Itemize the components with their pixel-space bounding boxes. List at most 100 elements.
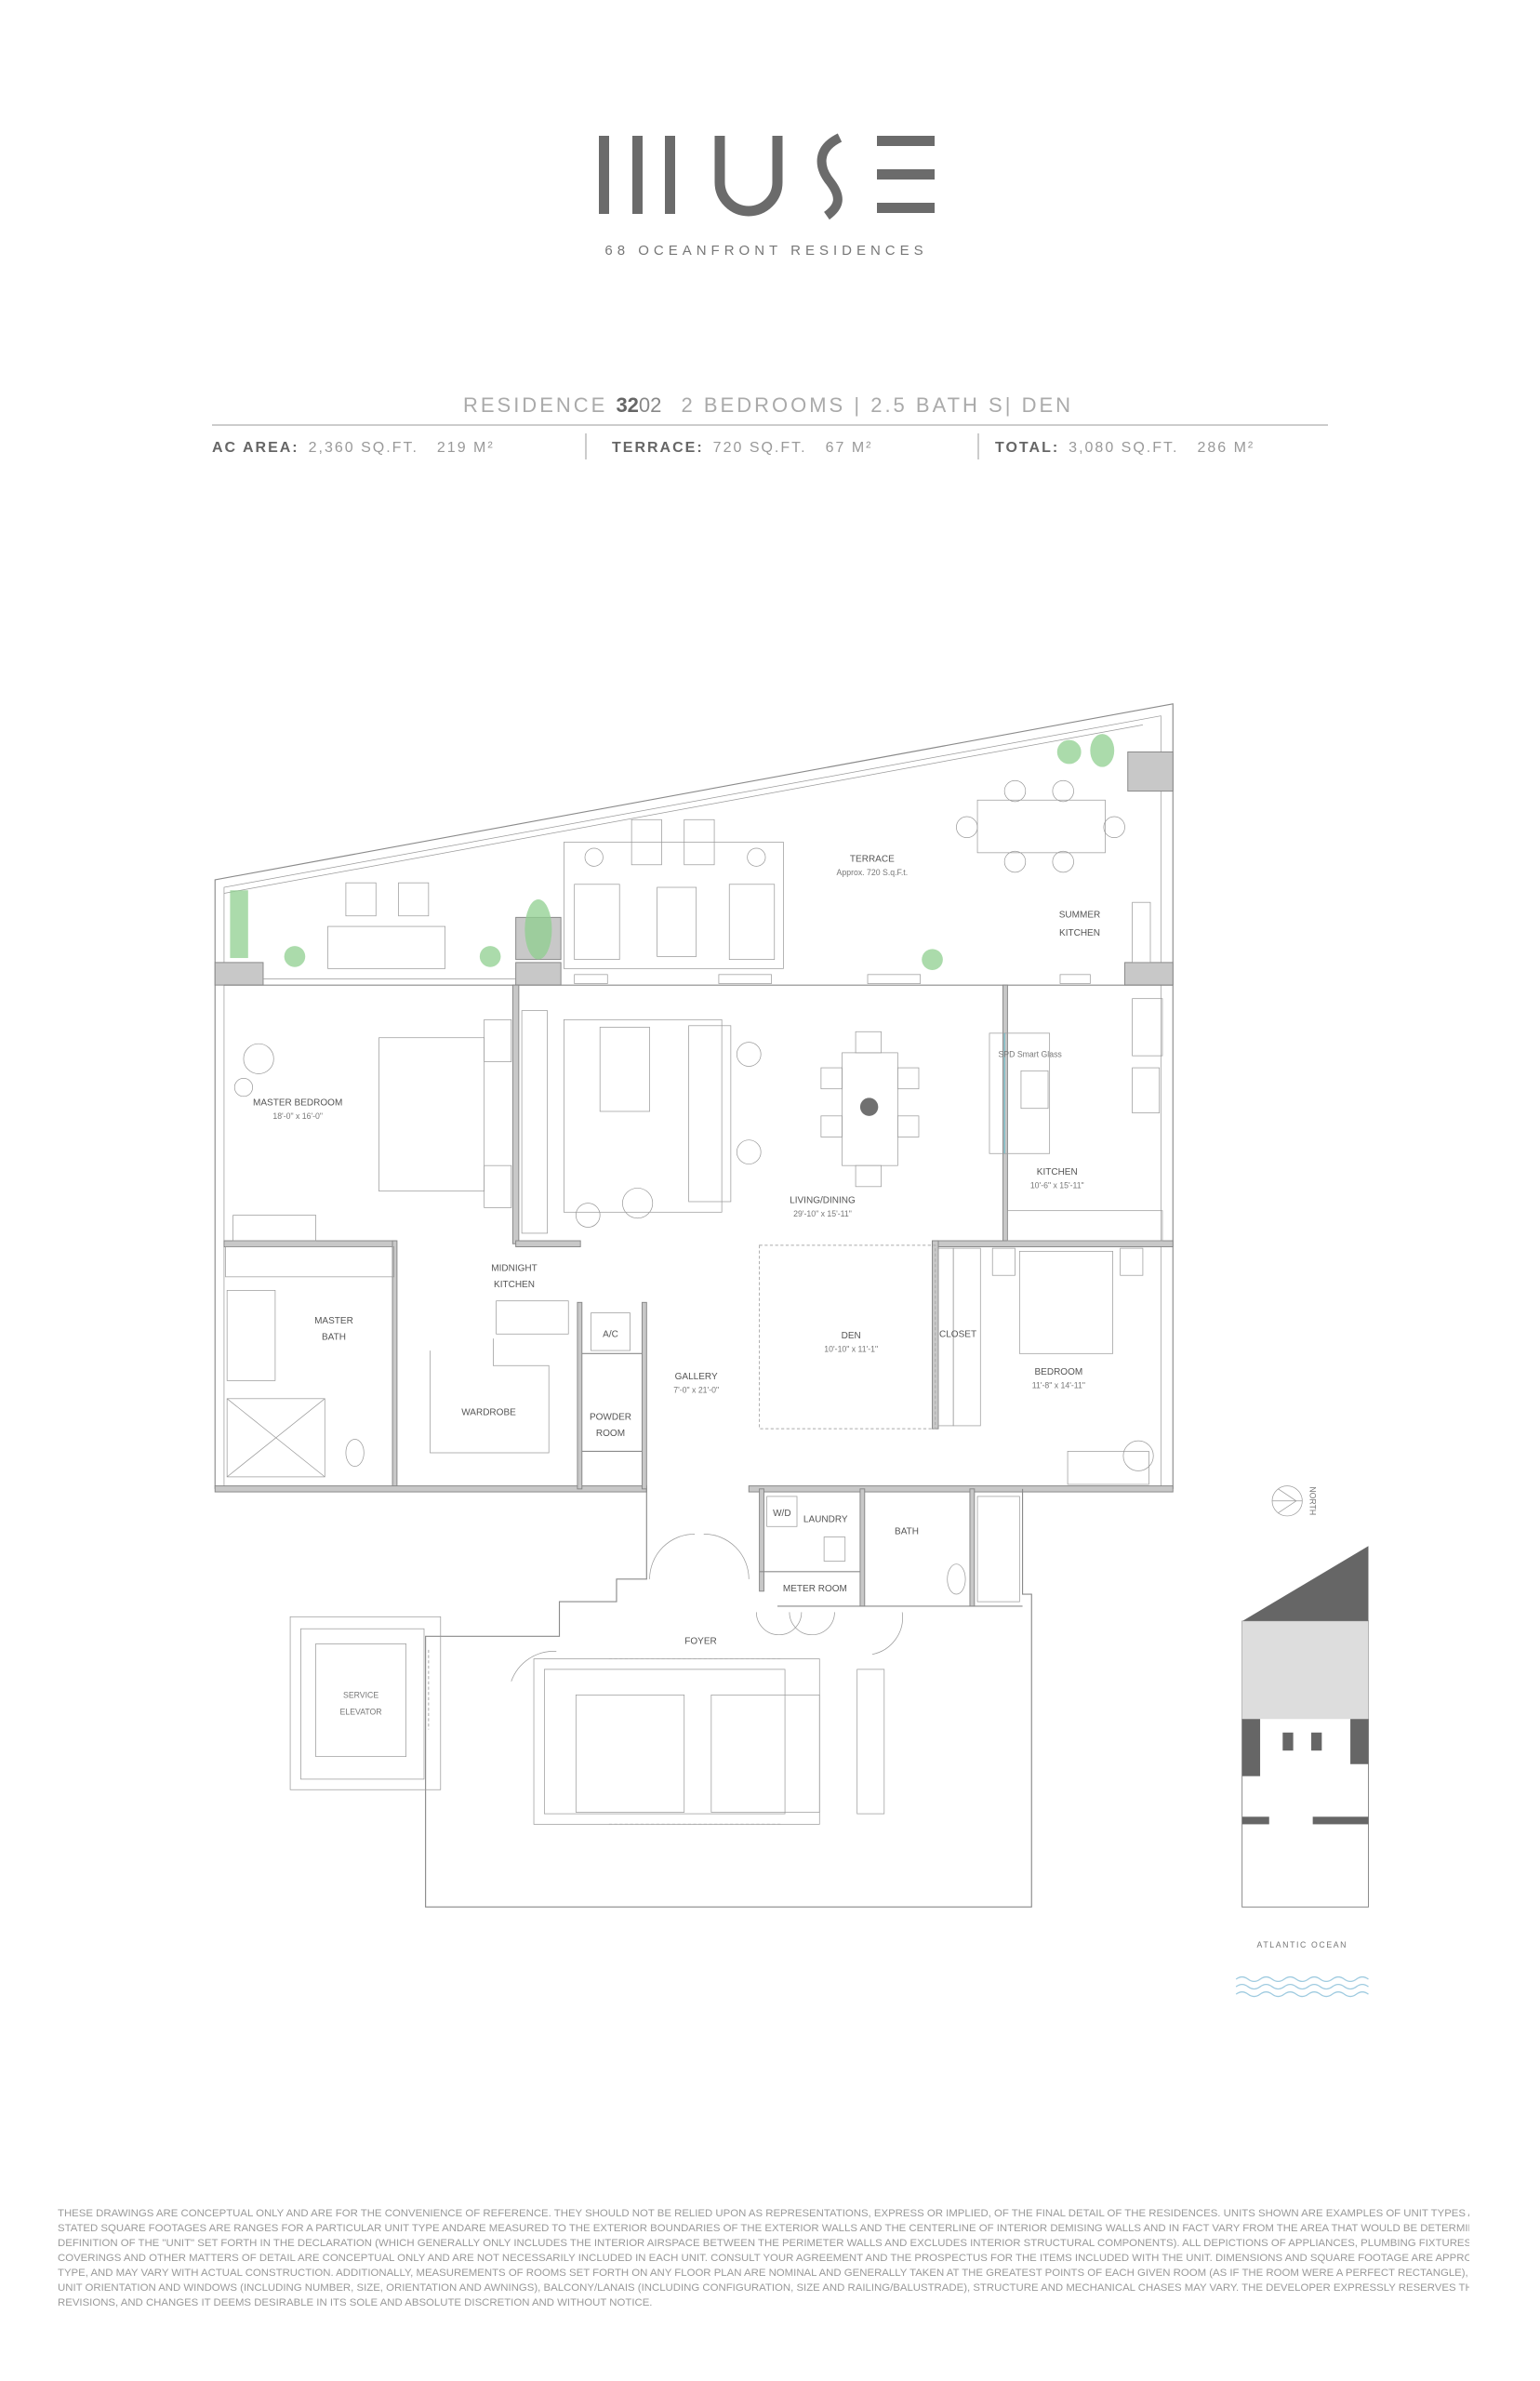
plan-drawing-element [599,1027,650,1112]
plan-drawing-element [1018,1250,1113,1354]
plan-drawing-element [1059,974,1091,984]
atlantic-ocean-label: ATLANTIC OCEAN [1257,1940,1348,1949]
plan-drawing-element [820,1067,843,1090]
plan-text: ROOM [596,1429,625,1439]
spec-terrace: TERRACE: 720 SQ.FT. 67 M² [612,440,873,456]
plan-drawing-element [392,1240,398,1490]
plan-drawing-element [932,1240,1174,1247]
plan-drawing-element [710,1694,820,1813]
plan-drawing-element [430,1338,550,1454]
plan-drawing-element [969,1488,976,1607]
laundry-label: LAUNDRY [803,1514,848,1524]
plan-drawing-element [378,1037,485,1192]
plan-drawing-element [1241,1546,1369,1622]
plan-text: AC AREA: [212,440,299,456]
plant-icon [284,946,306,967]
plan-drawing-element [816,133,843,220]
plant-icon [1056,739,1082,765]
plan-drawing-element [233,1078,254,1097]
service-elevator-label: SERVICE [343,1691,378,1700]
plan-drawing-element [533,1658,820,1825]
baths-count: 2.5 BATH S [870,393,1005,417]
plan-drawing-element [1120,1247,1144,1276]
room-labels: TERRACE Approx. 720 S.q.F.t. SUMMER KITC… [253,855,1100,1717]
plan-drawing-element [736,1139,762,1164]
plan-drawing-element [877,203,935,213]
residence-title: RESIDENCE 3202 2 BEDROOMS | 2.5 BATH S| … [463,393,1073,417]
plan-drawing-element [1311,1732,1322,1751]
gallery-label: GALLERY [675,1372,718,1382]
plan-drawing-element [289,1616,442,1790]
plan-drawing-element [823,1536,846,1562]
north-compass-icon: NORTH [1271,1485,1317,1517]
plan-drawing-element [989,1032,1051,1154]
plan-text: TOTAL: [995,440,1059,456]
plan-drawing-element [1132,1067,1161,1113]
plan-drawing-element [1235,1975,1369,1983]
disclaimer-line: DEFINITION OF THE "UNIT" SET FORTH IN TH… [58,2238,1469,2249]
master-bedroom-label: MASTER BEDROOM [253,1097,342,1108]
plan-drawing-element [718,974,772,984]
plan-drawing-element [1241,1719,1261,1776]
north-label: NORTH [1308,1486,1317,1515]
disclaimer-line: COVERINGS AND OTHER MATTERS OF DETAIL AR… [58,2253,1469,2264]
plan-drawing-element [759,1488,764,1592]
plan-drawing-element [856,1669,885,1815]
plan-text: 67 M² [826,440,873,456]
bedroom-label: BEDROOM [1034,1367,1082,1377]
muse-logo [599,133,935,220]
plan-drawing-element [345,1439,365,1467]
plan-drawing-element [223,715,1162,1489]
plan-drawing-element [649,1533,750,1579]
plant-icon [479,946,501,967]
plan-drawing-element [1003,850,1027,873]
master-bath-label: MASTER [314,1316,353,1326]
plan-drawing-element [877,169,935,180]
plan-drawing-element [1052,779,1074,803]
plan-drawing-element [1002,984,1008,1244]
plan-drawing-element [515,962,562,986]
closet-label: CLOSET [939,1330,976,1340]
residence-prefix: RESIDENCE [463,393,607,417]
living-dining-label: LIVING/DINING [790,1196,856,1206]
meter-room-label: METER ROOM [783,1584,847,1594]
plan-drawing-element [952,1247,981,1427]
den-room-label: DEN [842,1331,861,1341]
plan-drawing-element [1124,962,1174,986]
plan-drawing-element [859,1488,866,1607]
plant-icon [922,949,943,970]
plan-drawing-element [714,136,783,217]
plan-text: KITCHEN [494,1280,535,1290]
plan-drawing-element [327,925,445,969]
plan-text: 2,360 SQ.FT. [309,440,418,456]
kitchen-label: KITCHEN [1037,1167,1078,1177]
plan-drawing-element [223,1240,396,1247]
plan-drawing-element [484,1164,512,1208]
plan-drawing-element [1312,1816,1369,1825]
plan-drawing-element [896,1067,920,1090]
plan-drawing-element [867,974,921,984]
plan-drawing-element [1132,901,1151,964]
plan-drawing-element [1003,779,1027,803]
plan-drawing-element [1067,1451,1149,1485]
bedrooms-count: 2 BEDROOMS [682,393,846,417]
spec-total: TOTAL:3,080 SQ.FT.286 M² [995,440,1255,456]
plan-drawing-element [577,1301,583,1490]
plan-drawing-element [1122,1440,1154,1471]
plan-drawing-element [214,962,264,986]
powder-room-label: POWDER [590,1412,631,1422]
plan-text: 10'-6" x 15'-11" [1030,1180,1084,1190]
key-plan: ATLANTIC OCEAN [1235,1546,1369,1998]
spec-ac-area: AC AREA: 2,360 SQ.FT. 219 M² [212,440,495,456]
plan-drawing-element [575,1694,685,1813]
plan-drawing-element [223,725,1143,894]
plan-text: 219 M² [437,440,495,456]
plan-text: TERRACE: [612,440,704,456]
plant-icon [230,890,248,959]
plan-text: 720 SQ.FT. [713,440,807,456]
plan-drawing-element [345,882,377,917]
plan-drawing-element [1241,1816,1269,1825]
plan-drawing-element [820,1115,843,1137]
plan-text: 10'-10" x 11'-1" [824,1345,878,1354]
